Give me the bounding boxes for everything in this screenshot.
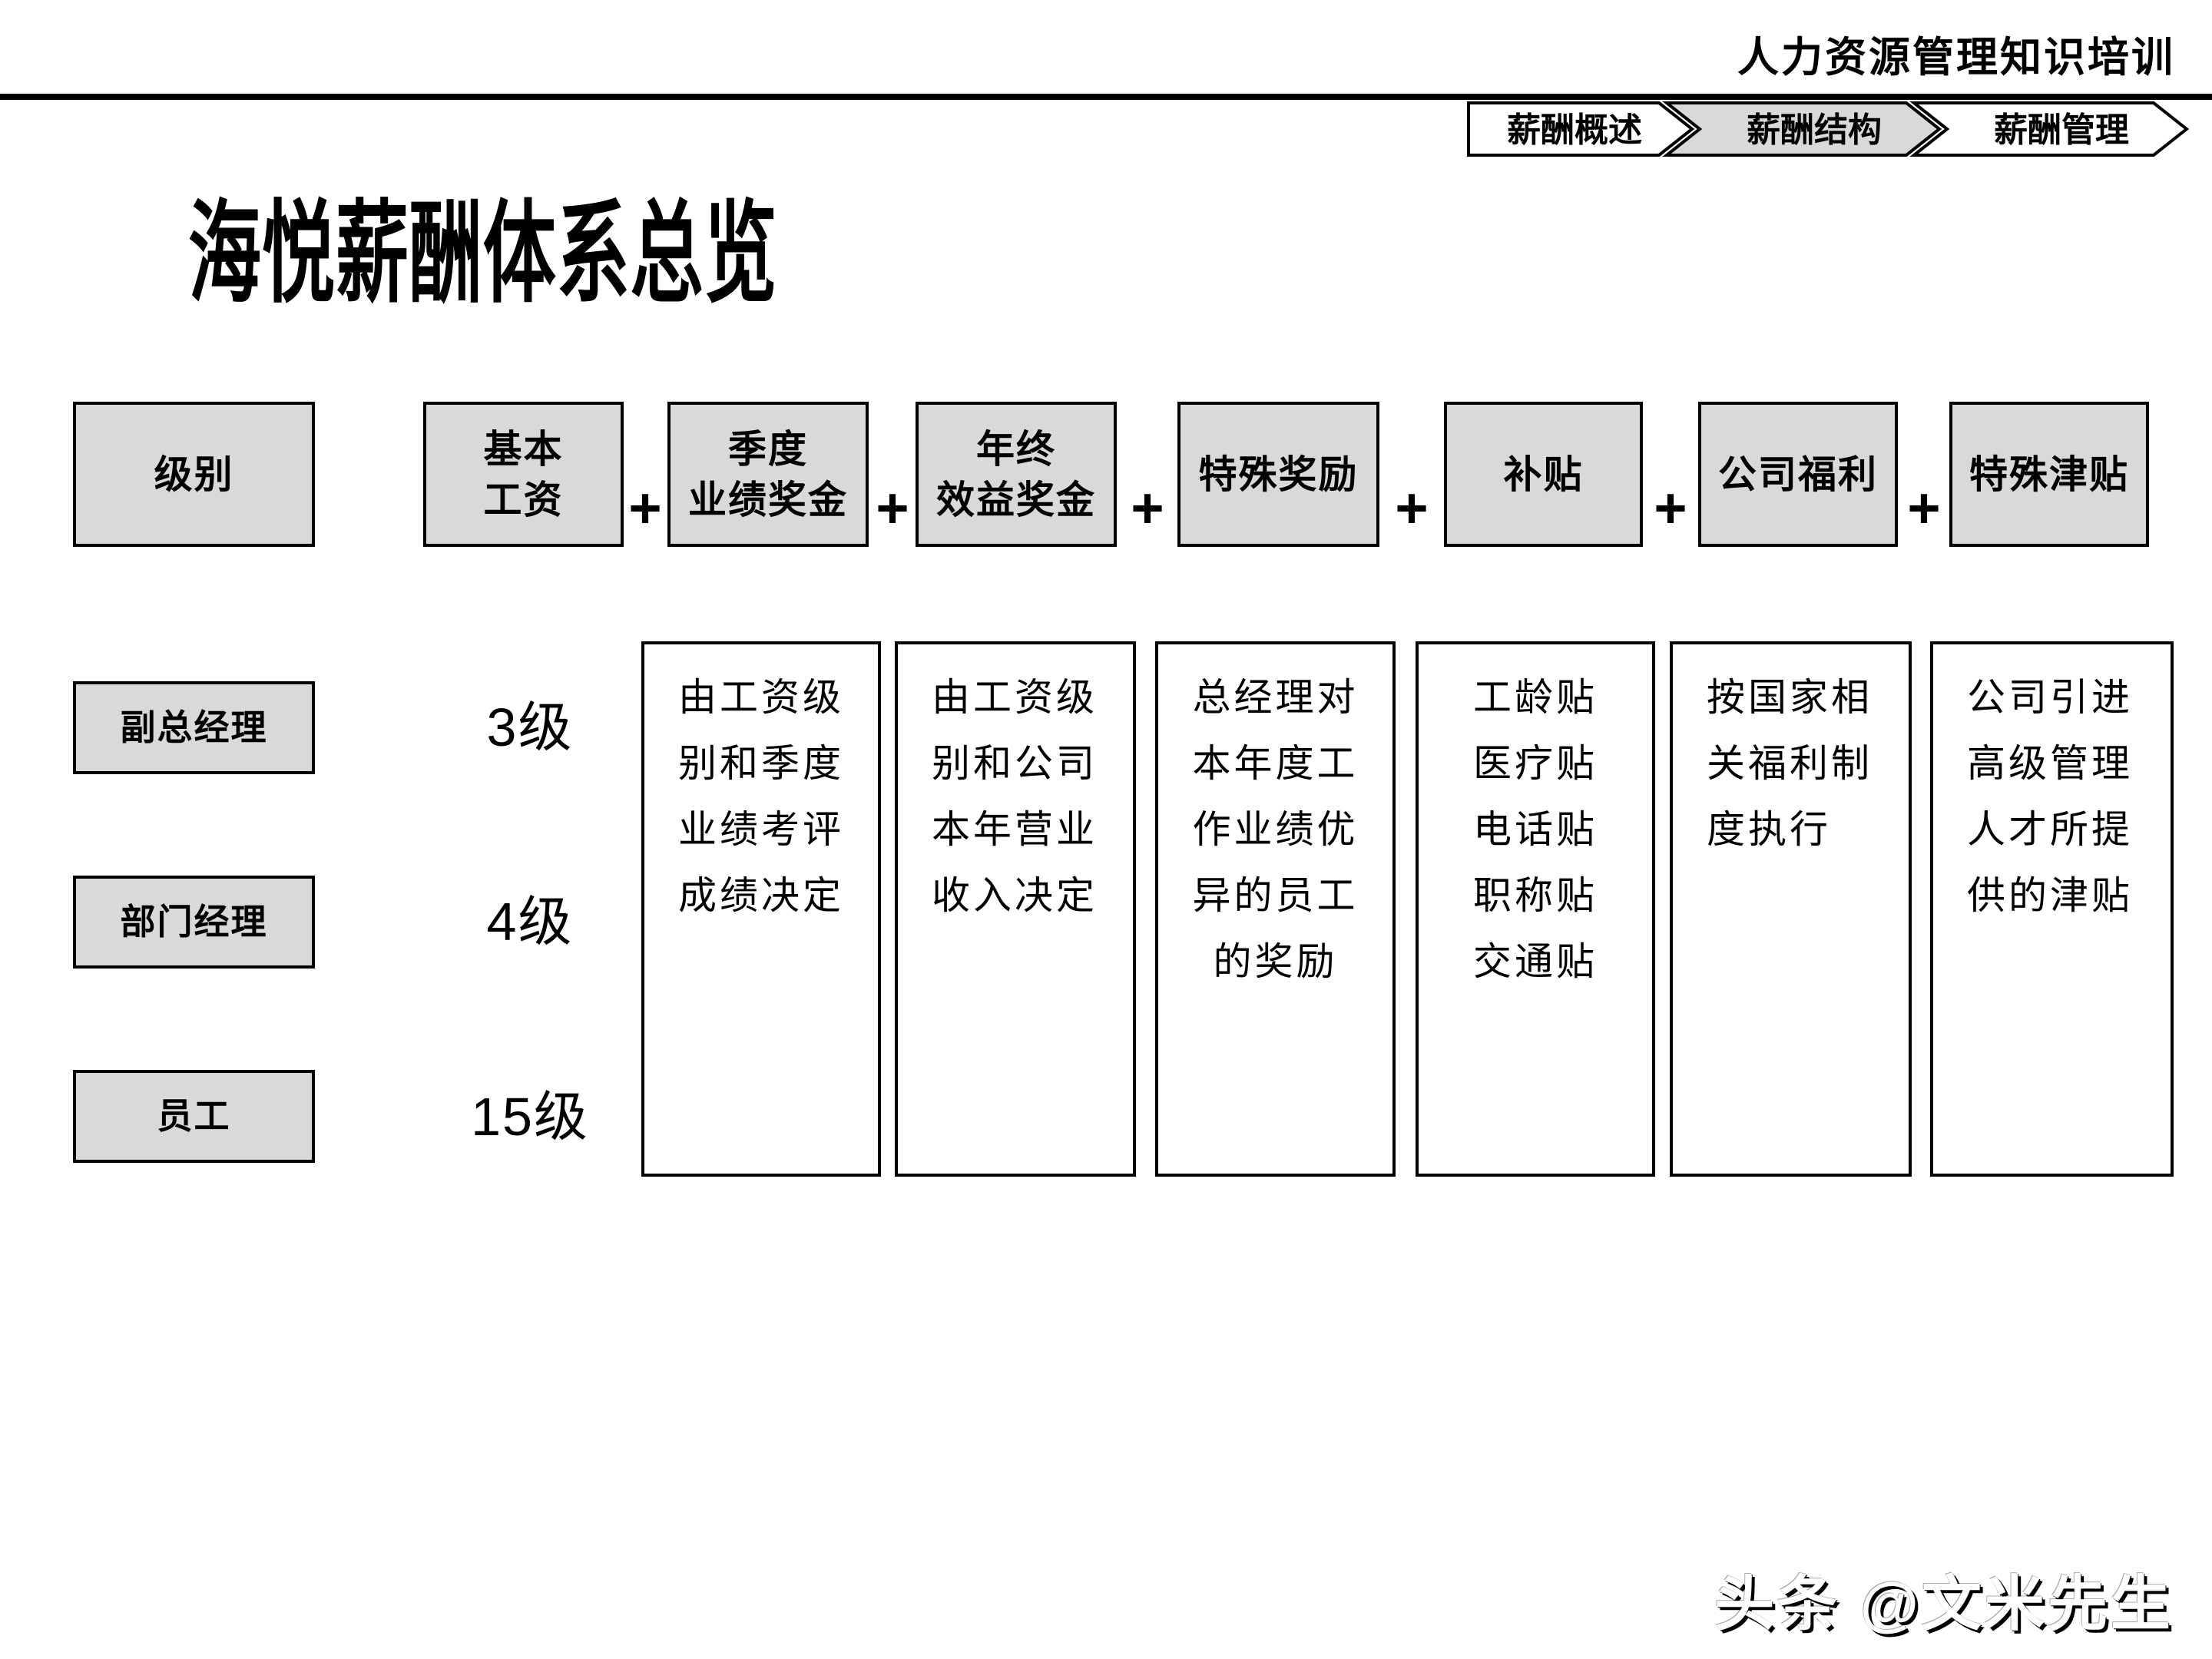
component-label-line: 补贴 [1503, 452, 1584, 496]
description-line: 医疗贴 [1473, 742, 1598, 785]
tab-label[interactable]: 薪酬管理 [1994, 111, 2129, 149]
component-label-line: 业绩奖金 [688, 478, 848, 522]
description-line: 本年度工 [1192, 742, 1359, 785]
plus-sign: + [1395, 476, 1429, 540]
component-label-line: 年终 [976, 427, 1056, 471]
description-line: 由工资级 [678, 676, 844, 719]
tab-salary-management[interactable]: 薪酬管理 [1909, 101, 2189, 157]
description-line: 供的津贴 [1967, 874, 2133, 917]
tab-salary-overview[interactable]: 薪酬概述 [1467, 101, 1695, 157]
role-level-value: 4级 [486, 892, 574, 952]
tab-salary-structure-active[interactable]: 薪酬结构 [1662, 101, 1942, 157]
component-box-company-welfare: 公司福利 [1698, 402, 1898, 547]
tab-label[interactable]: 薪酬结构 [1747, 111, 1882, 149]
role-box-employee: 员工 [73, 1070, 315, 1163]
component-label-line: 特殊奖励 [1198, 452, 1359, 496]
component-label-line: 季度 [728, 427, 808, 471]
description-line: 本年营业 [932, 808, 1098, 851]
role-box-deputy-gm: 副总经理 [73, 681, 315, 774]
description-line: 高级管理 [1967, 742, 2133, 785]
description-line: 按国家相 [1707, 676, 1873, 719]
plus-sign: + [1654, 476, 1687, 540]
description-line: 总经理对 [1192, 676, 1359, 719]
description-line: 职称贴 [1473, 874, 1598, 917]
header-training-title: 人力资源管理知识培训 [1737, 35, 2175, 81]
role-label: 副总经理 [120, 707, 268, 748]
tab-chevron-shape[interactable] [1662, 101, 1942, 157]
component-box-quarterly-bonus: 季度 业绩奖金 [667, 402, 869, 547]
plus-sign: + [876, 476, 909, 540]
component-box-yearend-bonus: 年终 效益奖金 [916, 402, 1117, 547]
tab-chevron-shape[interactable] [1467, 101, 1695, 157]
description-line: 人才所提 [1967, 808, 2133, 851]
description-line: 电话贴 [1473, 808, 1598, 851]
description-line: 工龄贴 [1473, 676, 1598, 719]
component-box-special-allowance: 特殊津贴 [1949, 402, 2149, 547]
component-label-line: 基本 [483, 427, 564, 471]
description-line: 别和季度 [678, 742, 844, 785]
description-line: 关福利制 [1707, 742, 1873, 785]
description-box-yearend-bonus: 由工资级 别和公司 本年营业 收入决定 [895, 641, 1136, 1177]
role-level-value: 15级 [471, 1087, 589, 1147]
description-line: 收入决定 [932, 874, 1098, 917]
role-label: 部门经理 [120, 902, 268, 942]
component-box-subsidy: 补贴 [1444, 402, 1643, 547]
description-line: 度执行 [1707, 808, 1831, 851]
description-box-special-reward: 总经理对 本年度工 作业绩优 异的员工 的奖励 [1155, 641, 1396, 1177]
description-box-quarterly-bonus: 由工资级 别和季度 业绩考评 成绩决定 [641, 641, 881, 1177]
page-title: 海悦薪酬体系总览 [188, 191, 778, 317]
component-label-line: 公司福利 [1718, 452, 1878, 496]
component-label-line: 工资 [483, 478, 564, 522]
header-rule [0, 94, 2212, 100]
component-label-line: 特殊津贴 [1969, 452, 2129, 496]
component-label-line: 效益奖金 [936, 478, 1096, 522]
role-box-department-manager: 部门经理 [73, 876, 315, 969]
tab-label[interactable]: 薪酬概述 [1507, 111, 1642, 149]
tab-chevron-shape[interactable] [1909, 101, 2189, 157]
description-line: 交通贴 [1473, 940, 1598, 983]
plus-sign: + [628, 476, 662, 540]
watermark-author: 头条 @文米先生 [1714, 1570, 2174, 1637]
description-box-company-welfare: 按国家相 关福利制 度执行 [1670, 641, 1912, 1177]
description-line: 公司引进 [1967, 676, 2133, 719]
component-box-basic-salary: 基本 工资 [423, 402, 624, 547]
role-level-value: 3级 [486, 697, 574, 757]
description-line: 作业绩优 [1192, 808, 1359, 851]
plus-sign: + [1131, 476, 1164, 540]
description-box-subsidy: 工龄贴 医疗贴 电话贴 职称贴 交通贴 [1416, 641, 1655, 1177]
role-label: 员工 [157, 1096, 231, 1137]
description-line: 成绩决定 [678, 874, 844, 917]
description-line: 由工资级 [932, 676, 1098, 719]
level-header-label: 级别 [154, 452, 234, 496]
tab-strip: 薪酬概述 薪酬结构 薪酬管理 [1467, 101, 2189, 157]
component-box-special-reward: 特殊奖励 [1177, 402, 1379, 547]
description-line: 业绩考评 [678, 808, 844, 851]
description-box-special-allowance: 公司引进 高级管理 人才所提 供的津贴 [1930, 641, 2174, 1177]
description-line: 的奖励 [1213, 940, 1338, 983]
description-line: 异的员工 [1192, 874, 1359, 917]
description-line: 别和公司 [932, 742, 1098, 785]
level-header-box: 级别 [73, 402, 315, 547]
plus-sign: + [1907, 476, 1941, 540]
